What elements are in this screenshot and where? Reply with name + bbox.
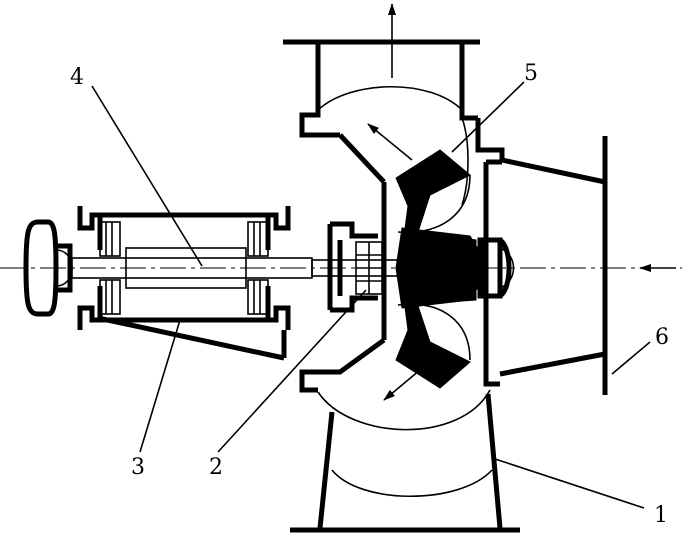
volute-casing: [299, 118, 505, 431]
leader-4: [91, 85, 203, 267]
leader-6: [611, 341, 651, 375]
leader-lines: [91, 81, 651, 509]
leader-5: [451, 81, 525, 153]
label-4: 4: [70, 65, 84, 90]
stuffing-box: [327, 221, 383, 313]
upper-flow-arrow: [367, 123, 413, 161]
leader-3: [139, 319, 181, 453]
label-1: 1: [654, 503, 668, 528]
impeller: [395, 149, 515, 389]
leader-1: [491, 457, 645, 509]
label-6: 6: [655, 325, 669, 350]
label-3: 3: [131, 455, 145, 480]
pump-support-base: [290, 393, 520, 533]
discharge-pipe: [283, 39, 480, 206]
leader-2: [217, 289, 367, 453]
label-2: 2: [209, 455, 223, 480]
label-5: 5: [524, 61, 538, 86]
bearing-housing: [77, 206, 291, 361]
lower-flow-arrow: [383, 359, 433, 401]
suction-pipe: [486, 136, 608, 395]
coupling: [23, 219, 73, 317]
